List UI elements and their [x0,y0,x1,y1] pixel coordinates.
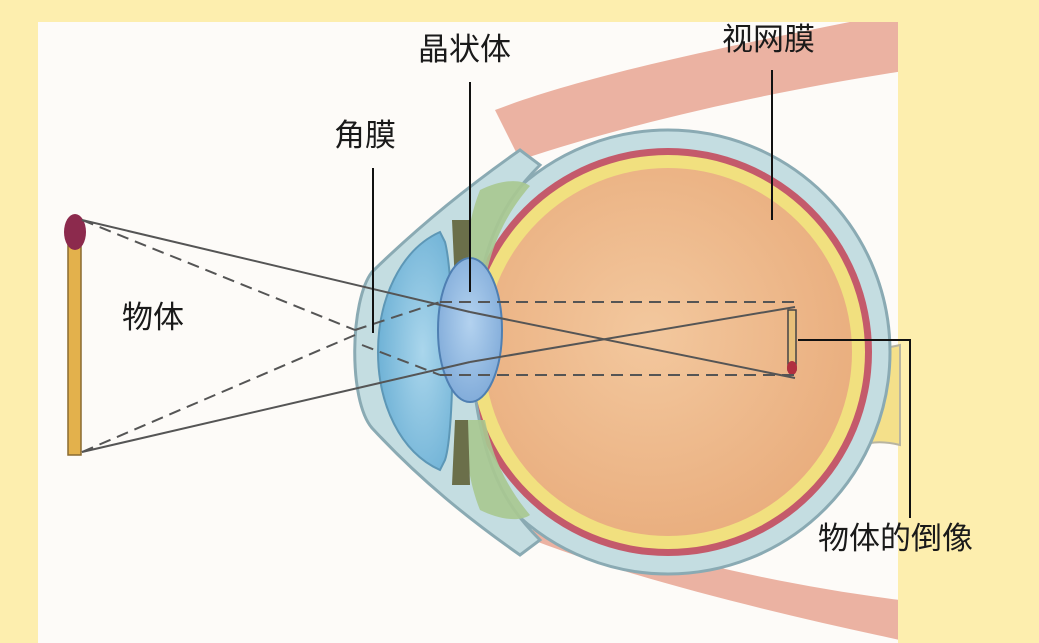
object-label: 物体 [122,300,184,336]
retina-label: 视网膜 [722,22,815,58]
inverted-image-label: 物体的倒像 [818,521,973,557]
object-match-stick [67,239,82,456]
ciliary-body-lower [465,420,530,520]
ciliary-body-upper [465,181,530,280]
image-leader-line [798,339,911,518]
inverted-image-head [787,361,797,375]
iris-lower [452,420,470,485]
dashed-rays [81,219,795,453]
lens-label: 晶状体 [418,32,511,68]
object-match-head [64,214,86,250]
cornea-label: 角膜 [334,118,396,154]
upper-eye-muscle [495,22,898,160]
solid-rays [81,219,796,453]
